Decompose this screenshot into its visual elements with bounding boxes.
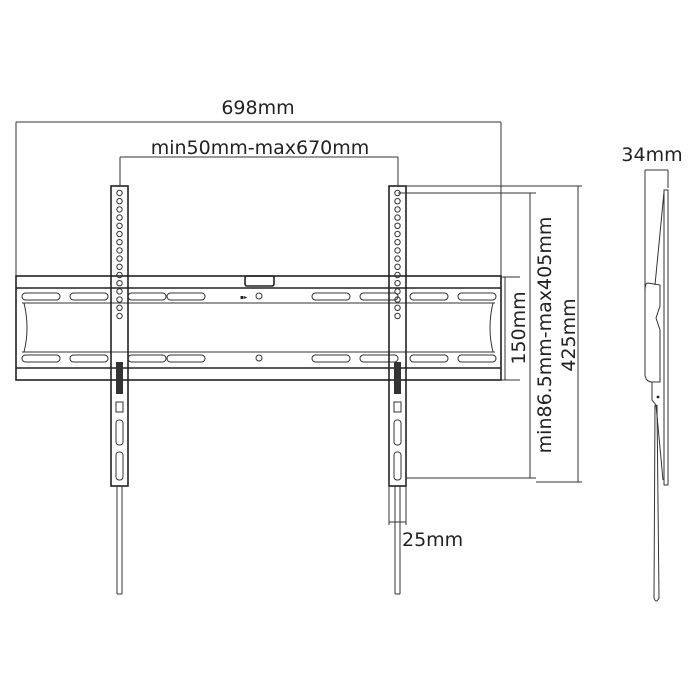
mounting-slot (21, 354, 61, 363)
overall-width-dimension: 698mm (15, 97, 502, 276)
mounting-slot (409, 292, 449, 301)
overall-height-dimension: 425mm (406, 185, 582, 483)
mounting-slot (359, 292, 399, 301)
mounting-slot (311, 354, 351, 363)
mounting-slot (127, 292, 167, 301)
mounting-slot (311, 292, 351, 301)
mounting-slot (359, 354, 399, 363)
vertical-arms (110, 185, 407, 595)
mounting-slot (21, 292, 61, 301)
mounting-slot (69, 354, 109, 363)
mounting-slot (409, 354, 449, 363)
mounting-slot (127, 354, 167, 363)
arm-width-dimension: 25mm (388, 480, 463, 551)
vesa-horizontal-label: min50mm-max670mm (151, 137, 370, 159)
vertical-arm (388, 185, 407, 595)
vesa-vertical-dimension: min86.5mm-max405mm (398, 192, 556, 479)
depth-label: 34mm (621, 144, 682, 166)
mounting-slot (457, 292, 497, 301)
mounting-slot (69, 292, 109, 301)
mounting-slot (457, 354, 497, 363)
arm-width-label: 25mm (402, 529, 463, 551)
plate-height-label: 150mm (508, 291, 530, 364)
vertical-arm (110, 185, 129, 595)
side-view: 34mm (621, 144, 683, 602)
lock-icon: ▪▸ (240, 294, 247, 301)
vesa-horizontal-dimension: min50mm-max670mm (119, 137, 399, 186)
mounting-slot (166, 354, 206, 363)
overall-width-label: 698mm (221, 97, 294, 119)
vesa-vertical-label: min86.5mm-max405mm (534, 217, 556, 454)
wall-plate: ▪▸ (15, 275, 502, 381)
overall-height-label: 425mm (558, 298, 580, 371)
plate-height-dimension: 150mm (501, 276, 530, 381)
mounting-slot (166, 292, 206, 301)
